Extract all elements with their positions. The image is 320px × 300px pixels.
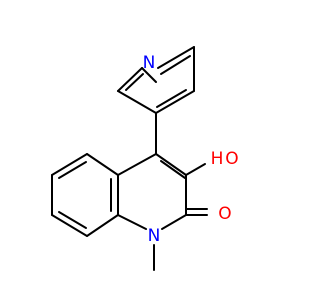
bond-c4a-c4: [117, 153, 157, 176]
bond-c7-c8-inner: [58, 211, 87, 229]
bond-c3-c2-inner: [125, 73, 144, 91]
bond-c8-c8a: [86, 214, 119, 237]
bond-c5-c4: [155, 90, 195, 114]
atom-label-hydroxyl-o: O: [225, 149, 238, 169]
bond-n-c6-inner: [160, 55, 191, 75]
atom-label-hydroxyl-h: H: [211, 149, 224, 169]
bond-c5-c4-inner: [156, 89, 187, 108]
bond-n-c6: [157, 46, 195, 69]
pyridine-ring: [117, 46, 195, 114]
bond-c4-c3-quin: [155, 153, 187, 176]
bond-c3-c2: [117, 67, 143, 92]
atom-label-ring-n: N: [148, 226, 161, 246]
bond-c2-n1: [161, 214, 187, 230]
quinolinone-ring: [51, 153, 208, 271]
bond-n-c2: [141, 67, 157, 83]
bond-c4-c3-quin-inner: [160, 160, 186, 179]
bond-c3-oh: [185, 163, 206, 176]
molecule-structure-diagram: N H O O N: [51, 46, 239, 271]
atom-label-pyridine-n: N: [143, 53, 156, 73]
bond-c4a-c5: [86, 153, 119, 176]
bond-c5-c6-inner: [58, 161, 87, 179]
bond-c5-c6: [51, 153, 88, 176]
bond-n1-c8a: [117, 214, 147, 230]
bond-c7-c8: [51, 214, 88, 237]
bond-c4-c3: [117, 90, 157, 114]
atom-label-carbonyl-o: O: [218, 204, 231, 224]
